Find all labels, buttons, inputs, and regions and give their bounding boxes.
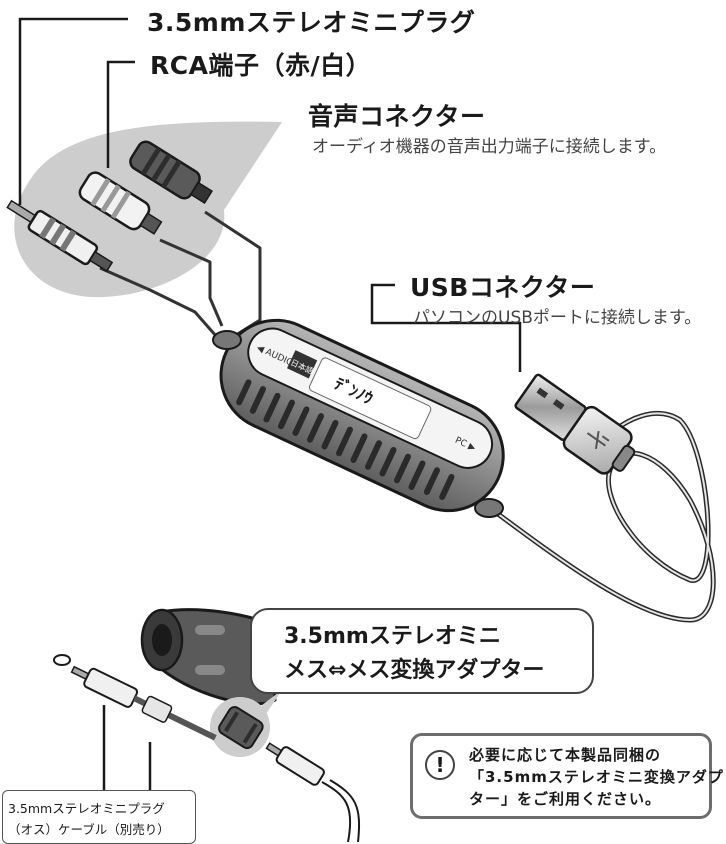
adapter-callout-box: 3.5mmステレオミニ メス⇔メス変換アダプター — [250, 608, 594, 694]
usb-connector — [514, 373, 636, 475]
usb-connector-leader — [370, 283, 522, 372]
usb-connector-desc: パソコンのUSBポートに接続します。 — [413, 308, 702, 328]
exclamation-icon: ! — [425, 750, 455, 780]
cable-label-line2: （オス）ケーブル（別売り） — [8, 822, 170, 837]
rca-plug-red — [129, 140, 213, 204]
note-line1: 必要に応じて本製品同梱の — [469, 746, 662, 764]
stereo-mini-plug — [6, 199, 114, 272]
rca-plug-white — [78, 171, 163, 235]
separate-cable — [53, 654, 360, 842]
cable-label-line1: 3.5mmステレオミニプラグ — [8, 801, 165, 816]
adapter-callout-line1: 3.5mmステレオミニ — [284, 624, 501, 649]
converter-body: ◀ AUDIO PC ▶ ﾃﾞﾝﾉｳ 日本語 — [219, 318, 505, 513]
cable-label-box: 3.5mmステレオミニプラグ （オス）ケーブル（別売り） — [2, 790, 196, 844]
adapter-callout-line2: メス⇔メス変換アダプター — [284, 658, 545, 683]
leader-lines — [18, 17, 522, 790]
audio-connector-desc: オーディオ機器の音声出力端子に接続します。 — [312, 137, 667, 157]
rca-label: RCA端子（赤/白） — [150, 51, 372, 80]
audio-connector-title: 音声コネクター — [308, 102, 486, 131]
note-line2: 「3.5mmステレオミニ変換アダプ — [469, 768, 724, 786]
note-box: ! 必要に応じて本製品同梱の 「3.5mmステレオミニ変換アダプ ター」をご利用… — [410, 733, 723, 819]
rca-leader — [106, 60, 135, 168]
note-line3: ター」をご利用ください。 — [469, 790, 662, 808]
stereo-plug-label: 3.5mmステレオミニプラグ — [147, 8, 476, 37]
stereo-plug-leader — [18, 17, 128, 205]
strain-relief-right — [474, 498, 504, 518]
strain-relief-left — [212, 330, 242, 350]
usb-connector-title: USBコネクター — [410, 273, 596, 302]
